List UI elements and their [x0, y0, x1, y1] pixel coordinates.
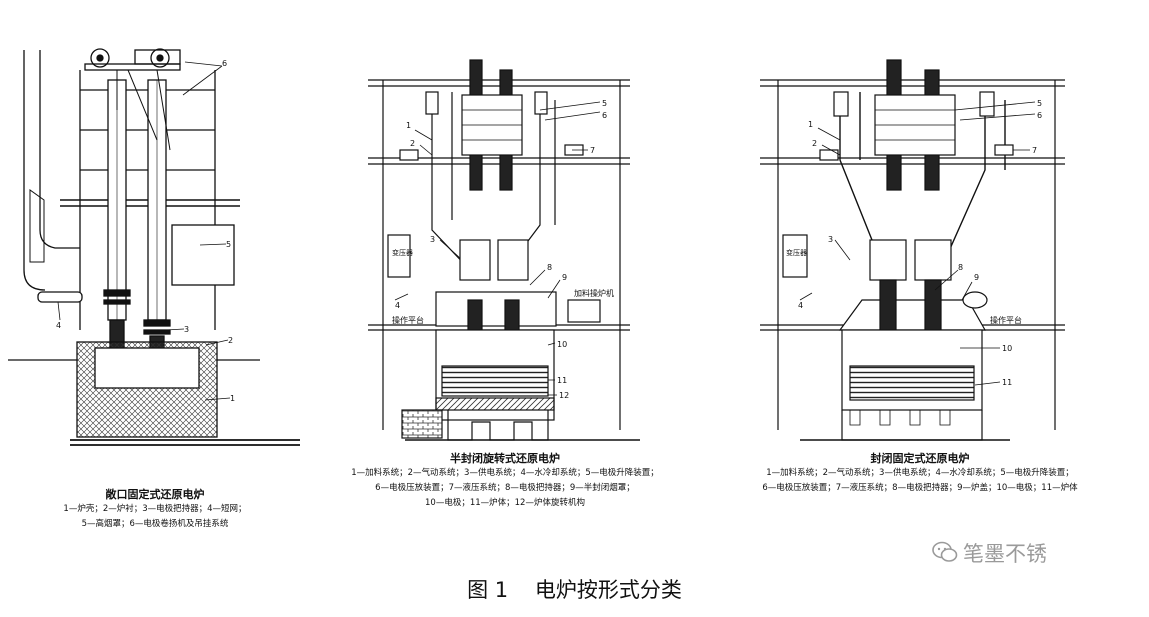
figure-caption: 图 1 电炉按形式分类 — [0, 574, 1149, 604]
callout-3: 3 — [184, 325, 189, 334]
callout-1: 1 — [230, 394, 235, 403]
diagram-middle-caption: 半封闭旋转式还原电炉 1—加料系统；2—气动系统；3—供电系统；4—水冷却系统；… — [320, 450, 690, 511]
diagram-right-callouts: 1 2 3 4 5 6 7 8 9 10 11 操作平台 变压器 — [786, 99, 1042, 387]
callout-6: 6 — [1037, 111, 1042, 120]
callout-2: 2 — [228, 336, 233, 345]
diagram-right-closed-furnace — [760, 59, 1065, 441]
callout-2: 2 — [812, 139, 817, 148]
diagram-middle-callouts: 1 2 3 4 5 6 7 8 9 10 11 12 加料操炉机 操作平台 变压… — [392, 99, 614, 400]
diagram-left-callouts: 6 5 3 2 1 4 — [56, 59, 235, 403]
callout-5: 5 — [602, 99, 607, 108]
callout-6: 6 — [602, 111, 607, 120]
diagram-middle-legend-line-2: 6—电极压放装置；7—液压系统；8—电极把持器；9—半封闭烟罩； — [375, 483, 635, 493]
label-transformer: 变压器 — [392, 248, 413, 257]
diagram-left-legend-line-2: 5—高烟罩；6—电极卷扬机及吊挂系统 — [81, 519, 229, 529]
watermark-text: 笔墨不锈 — [963, 542, 1047, 566]
figure-number: 图 1 — [467, 578, 509, 602]
callout-9: 9 — [974, 273, 979, 282]
diagram-right-caption: 封闭固定式还原电炉 1—加料系统；2—气动系统；3—供电系统；4—水冷却系统；5… — [700, 450, 1140, 496]
label-platform: 操作平台 — [990, 315, 1022, 325]
diagram-left-open-furnace — [8, 48, 300, 446]
callout-8: 8 — [547, 263, 552, 272]
diagram-middle-legend-line-1: 1—加料系统；2—气动系统；3—供电系统；4—水冷却系统；5—电极升降装置； — [351, 468, 659, 478]
callout-4: 4 — [56, 321, 61, 330]
label-platform: 操作平台 — [392, 315, 424, 325]
label-feeder: 加料操炉机 — [574, 288, 614, 298]
diagram-right-title: 封闭固定式还原电炉 — [870, 452, 970, 465]
diagram-right-legend-line-1: 1—加料系统；2—气动系统；3—供电系统；4—水冷却系统；5—电极升降装置； — [766, 468, 1074, 478]
callout-4: 4 — [395, 301, 400, 310]
diagram-left-title: 敞口固定式还原电炉 — [105, 488, 205, 501]
figure-title: 电炉按形式分类 — [534, 578, 682, 602]
diagram-left-legend-line-1: 1—炉壳；2—炉衬；3—电极把持器；4—短网； — [63, 504, 247, 514]
callout-9: 9 — [562, 273, 567, 282]
callout-7: 7 — [590, 146, 595, 155]
callout-8: 8 — [958, 263, 963, 272]
diagram-right-legend-line-2: 6—电极压放装置；7—液压系统；8—电极把持器；9—炉盖；10—电极；11—炉体 — [762, 483, 1078, 493]
callout-5: 5 — [1037, 99, 1042, 108]
callout-11: 11 — [1002, 378, 1012, 387]
callout-10: 10 — [1002, 344, 1012, 353]
label-transformer: 变压器 — [786, 248, 807, 257]
callout-7: 7 — [1032, 146, 1037, 155]
diagram-middle-title: 半封闭旋转式还原电炉 — [450, 452, 560, 465]
callout-1: 1 — [406, 121, 411, 130]
callout-3: 3 — [430, 235, 435, 244]
callout-5: 5 — [226, 240, 231, 249]
callout-12: 12 — [559, 391, 569, 400]
diagram-left-caption: 敞口固定式还原电炉 1—炉壳；2—炉衬；3—电极把持器；4—短网； 5—高烟罩；… — [10, 486, 300, 532]
winch-left — [84, 48, 181, 71]
callout-11: 11 — [557, 376, 567, 385]
callout-1: 1 — [808, 120, 813, 129]
callout-6: 6 — [222, 59, 227, 68]
callout-10: 10 — [557, 340, 567, 349]
callout-3: 3 — [828, 235, 833, 244]
callout-2: 2 — [410, 139, 415, 148]
diagram-middle-semi-closed-furnace — [368, 59, 640, 441]
diagram-middle-legend-line-3: 10—电极；11—炉体；12—炉体旋转机构 — [425, 498, 585, 508]
wechat-icon — [932, 541, 958, 562]
callout-4: 4 — [798, 301, 803, 310]
